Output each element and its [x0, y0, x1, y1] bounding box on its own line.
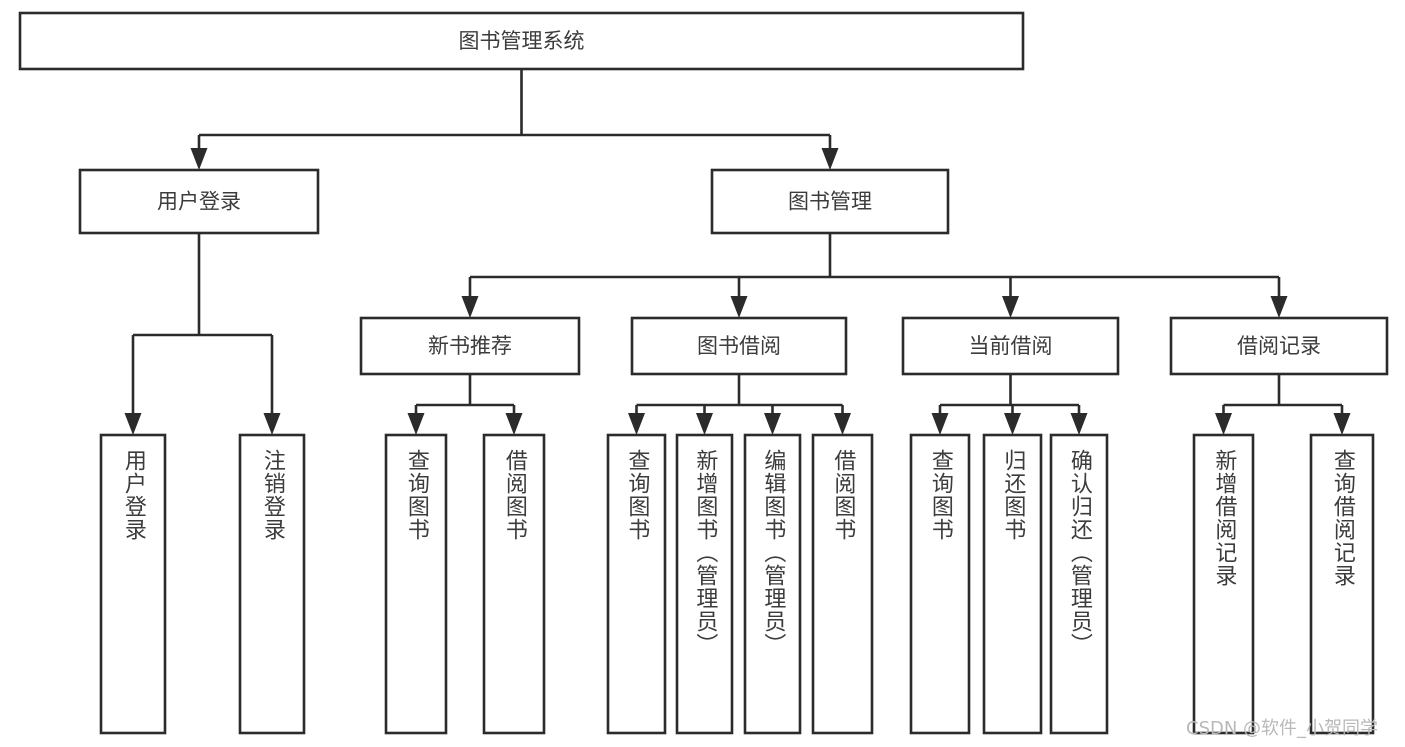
connector-layer [124, 69, 1351, 435]
leaf-node-box-0[interactable] [99, 433, 167, 735]
csdn-watermark: CSDN @软件_小贺同学 [1186, 718, 1379, 739]
leaf-arrow-4-head [628, 413, 645, 435]
level3-node-label-0: 新书推荐 [428, 334, 512, 358]
level3-arrow-1-head [730, 296, 748, 318]
level2-arrow-1-head [821, 148, 839, 170]
level3-arrow-2-head [1002, 296, 1019, 318]
leaf-arrow-7-head [834, 413, 851, 435]
leaf-arrow-3-head [505, 413, 523, 435]
leaf-node-box-8[interactable] [909, 433, 971, 735]
level3-arrow-0-head [461, 296, 479, 318]
leaf-node-box-3[interactable] [482, 433, 546, 735]
leaf-node-box-12[interactable] [1309, 433, 1375, 735]
leaf-node-box-1[interactable] [238, 433, 306, 735]
leaf-arrow-12-head [1333, 413, 1351, 435]
node-box-layer [18, 11, 1389, 735]
level3-arrow-3-head [1270, 296, 1288, 318]
leaf-arrow-5-head [696, 413, 713, 435]
level2-arrow-0-head [190, 148, 208, 170]
root-node-box[interactable] [18, 11, 1025, 71]
leaf-node-box-11[interactable] [1192, 433, 1255, 735]
level3-node-box-1[interactable] [630, 316, 848, 376]
level3-node-box-3[interactable] [1169, 316, 1389, 376]
leaf-node-box-6[interactable] [743, 433, 802, 735]
leaf-node-box-10[interactable] [1049, 433, 1109, 735]
leaf-node-box-9[interactable] [982, 433, 1043, 735]
level3-node-label-2: 当前借阅 [969, 334, 1053, 358]
root-node-label: 图书管理系统 [459, 29, 585, 53]
level3-node-box-2[interactable] [901, 316, 1120, 376]
leaf-arrow-9-head [1004, 413, 1021, 435]
leaf-arrow-6-head [764, 413, 781, 435]
level2-node-box-0[interactable] [78, 168, 320, 235]
level3-node-box-0[interactable] [359, 316, 581, 376]
leaf-node-box-7[interactable] [811, 433, 874, 735]
leaf-arrow-8-head [931, 413, 949, 435]
leaf-arrow-1-head [263, 413, 281, 435]
level3-node-label-1: 图书借阅 [697, 334, 781, 358]
level2-node-box-1[interactable] [710, 168, 950, 235]
leaf-node-box-5[interactable] [675, 433, 734, 735]
leaf-arrow-11-head [1215, 413, 1232, 435]
level3-node-label-3: 借阅记录 [1237, 334, 1321, 358]
leaf-arrow-10-head [1070, 413, 1088, 435]
level2-node-label-1: 图书管理 [788, 190, 872, 214]
leaf-node-box-4[interactable] [606, 433, 667, 735]
leaf-arrow-0-head [124, 413, 142, 435]
leaf-node-box-2[interactable] [384, 433, 448, 735]
leaf-arrow-2-head [407, 413, 425, 435]
level2-node-label-0: 用户登录 [157, 190, 241, 214]
